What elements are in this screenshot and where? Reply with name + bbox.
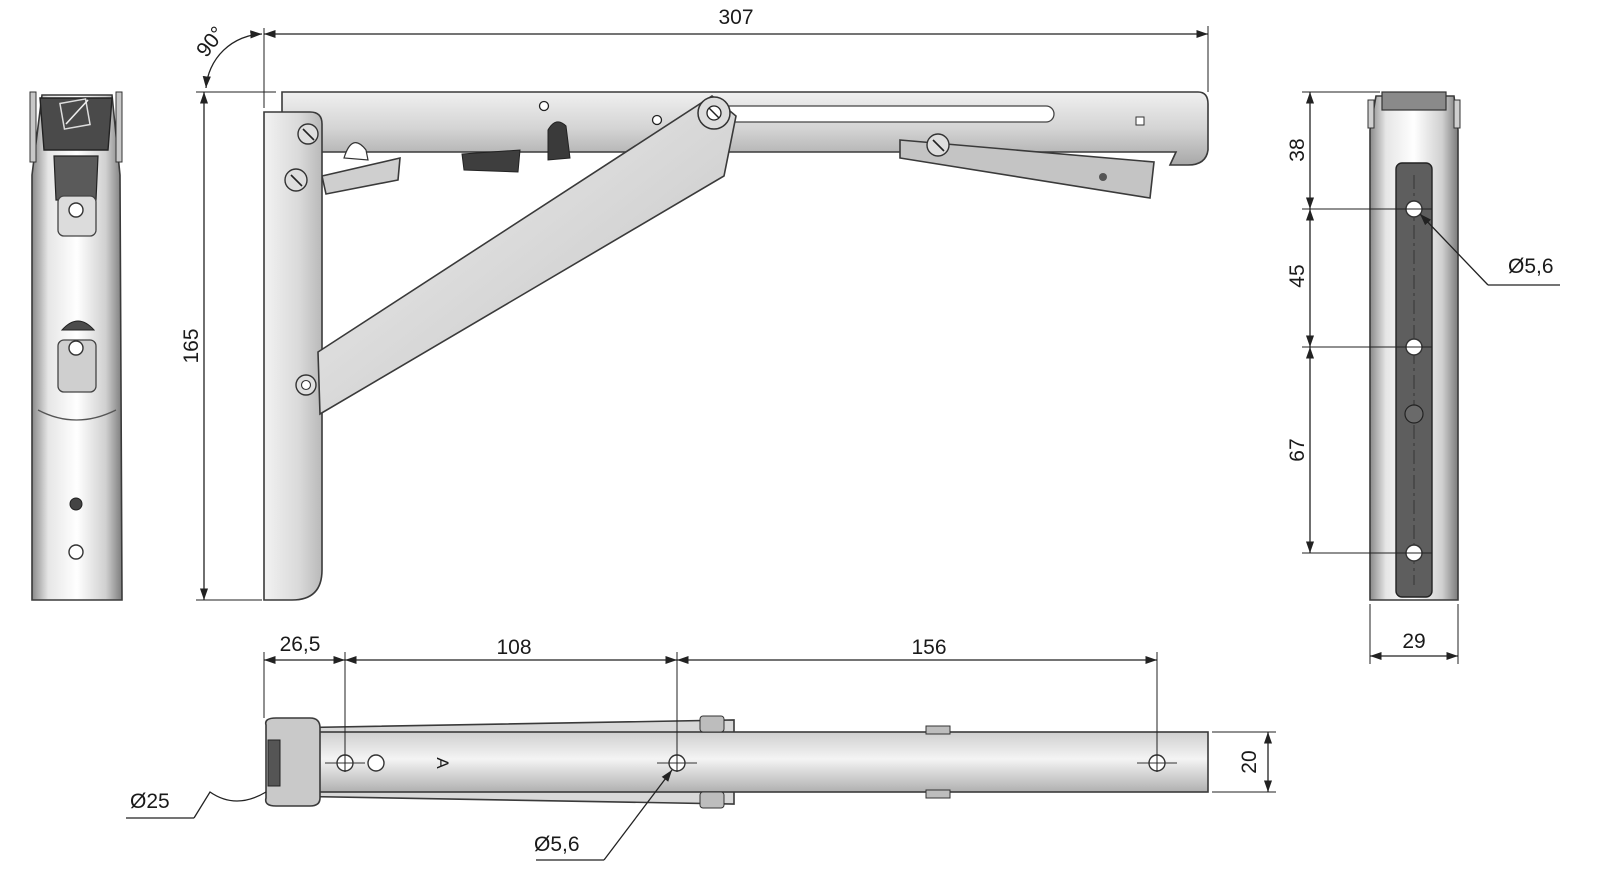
- dim-bottom-20: 20: [1238, 750, 1261, 773]
- dim-side-width: 29: [1402, 630, 1425, 653]
- dim-side-hole: Ø5,6: [1508, 255, 1554, 278]
- dim-bottom-26-5: 26,5: [280, 633, 321, 656]
- right-side-view: [1367, 91, 1461, 601]
- part-marking: A: [433, 757, 452, 769]
- dim-arm-length: 307: [718, 6, 753, 29]
- front-view: [263, 91, 1209, 601]
- dim-angle: 90°: [192, 22, 230, 61]
- dim-side-38: 38: [1286, 138, 1309, 161]
- left-end-view: [29, 91, 123, 601]
- side-dimensions: 38 45 67 Ø5,6 29: [1286, 91, 1560, 664]
- dim-bottom-108: 108: [496, 636, 531, 659]
- dim-height: 165: [180, 328, 203, 363]
- dim-side-67: 67: [1286, 438, 1309, 461]
- dim-bottom-diameter-25: Ø25: [130, 790, 170, 813]
- bottom-dimensions: 26,5 108 156 20 Ø25 Ø5,6: [126, 633, 1276, 861]
- dim-side-45: 45: [1286, 264, 1309, 287]
- bottom-view: A: [264, 715, 1209, 809]
- dim-bottom-hole: Ø5,6: [534, 833, 580, 856]
- dim-bottom-156: 156: [911, 636, 946, 659]
